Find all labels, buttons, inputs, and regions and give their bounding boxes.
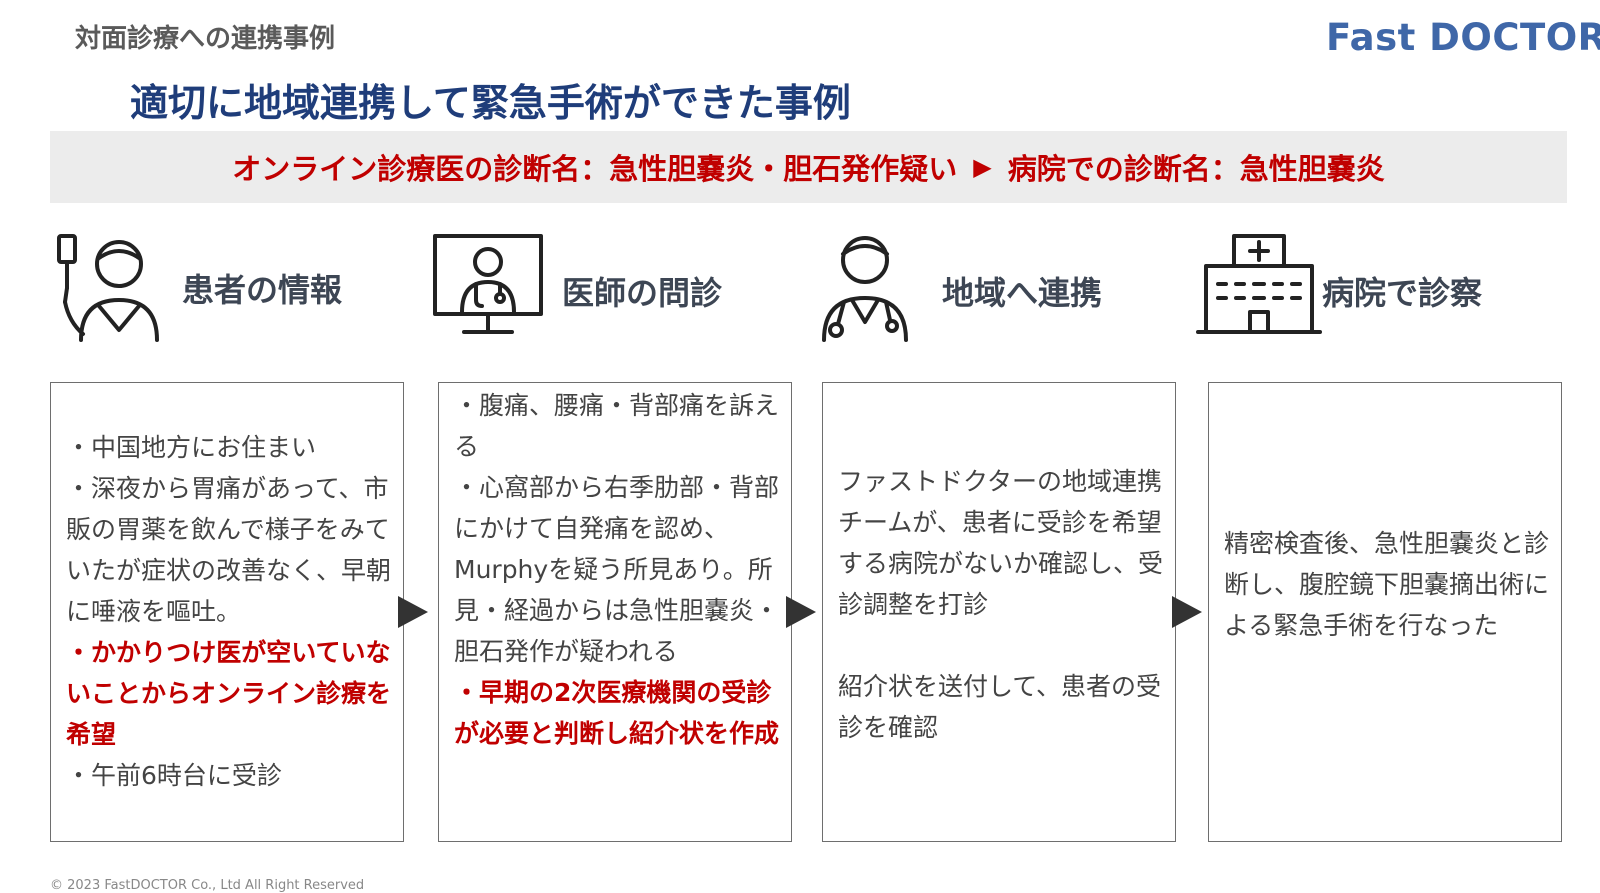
list-item: ・午前6時台に受診 <box>66 761 282 790</box>
hospital-icon <box>1196 232 1322 336</box>
patient-icon <box>55 230 165 342</box>
section-label: 対面診療への連携事例 <box>75 24 336 54</box>
list-item: ・深夜から胃痛があって、市販の胃薬を飲んで様子をみていたが症状の改善なく、早朝に… <box>66 474 392 626</box>
flow-arrow-icon <box>786 596 816 628</box>
doctor-stethoscope-icon <box>810 230 920 342</box>
highlight-item: ・かかりつけ医が空いていないことからオンライン診療を希望 <box>66 638 392 749</box>
step-box-hospital: 精密検査後、急性胆嚢炎と診断し、腹腔鏡下胆嚢摘出術による緊急手術を行なった <box>1208 382 1562 842</box>
step-box-patient: ・中国地方にお住まい ・深夜から胃痛があって、市販の胃薬を飲んで様子をみていたが… <box>50 382 404 842</box>
list-item: ・中国地方にお住まい <box>66 433 317 462</box>
step-box-regional: ファストドクターの地域連携チームが、患者に受診を希望する病院がないか確認し、受診… <box>822 382 1176 842</box>
flow-arrow-icon <box>398 596 428 628</box>
step-label-patient: 患者の情報 <box>182 271 343 309</box>
copyright-footer: © 2023 FastDOCTOR Co., Ltd All Right Res… <box>50 878 365 893</box>
list-item: 精密検査後、急性胆嚢炎と診断し、腹腔鏡下胆嚢摘出術による緊急手術を行なった <box>1224 529 1550 640</box>
step-label-hospital: 病院で診察 <box>1322 274 1483 312</box>
list-item: 紹介状を送付して、患者の受診を確認 <box>838 672 1162 742</box>
flow-arrow-icon <box>1172 596 1202 628</box>
fast-doctor-logo: Fast DOCTOR <box>1326 16 1600 59</box>
list-item: ・心窩部から右季肋部・背部にかけて自発痛を認め、Murphyを疑う所見あり。所見… <box>454 473 780 666</box>
online-diagnosis-text: オンライン診療医の診断名：急性胆嚢炎・胆石発作疑い <box>232 152 958 186</box>
highlight-item: ・早期の2次医療機関の受診が必要と判断し紹介状を作成 <box>454 678 780 748</box>
list-item: ファストドクターの地域連携チームが、患者に受診を希望する病院がないか確認し、受診… <box>838 467 1164 619</box>
page-title: 適切に地域連携して緊急手術ができた事例 <box>130 81 851 125</box>
step-box-consultation: ・腹痛、腰痛・背部痛を訴える ・心窩部から右季肋部・背部にかけて自発痛を認め、M… <box>438 382 792 842</box>
step-label-consultation: 医師の問診 <box>562 274 723 312</box>
arrow-right-icon: ▶ <box>973 153 992 181</box>
list-item: ・腹痛、腰痛・背部痛を訴える <box>454 391 780 461</box>
diagnosis-banner: オンライン診療医の診断名：急性胆嚢炎・胆石発作疑い ▶ 病院での診断名：急性胆嚢… <box>50 131 1567 203</box>
doctor-monitor-icon <box>432 230 544 342</box>
step-label-regional: 地域へ連携 <box>942 274 1103 312</box>
spacer <box>838 625 1165 666</box>
hospital-diagnosis-text: 病院での診断名：急性胆嚢炎 <box>1007 152 1385 186</box>
